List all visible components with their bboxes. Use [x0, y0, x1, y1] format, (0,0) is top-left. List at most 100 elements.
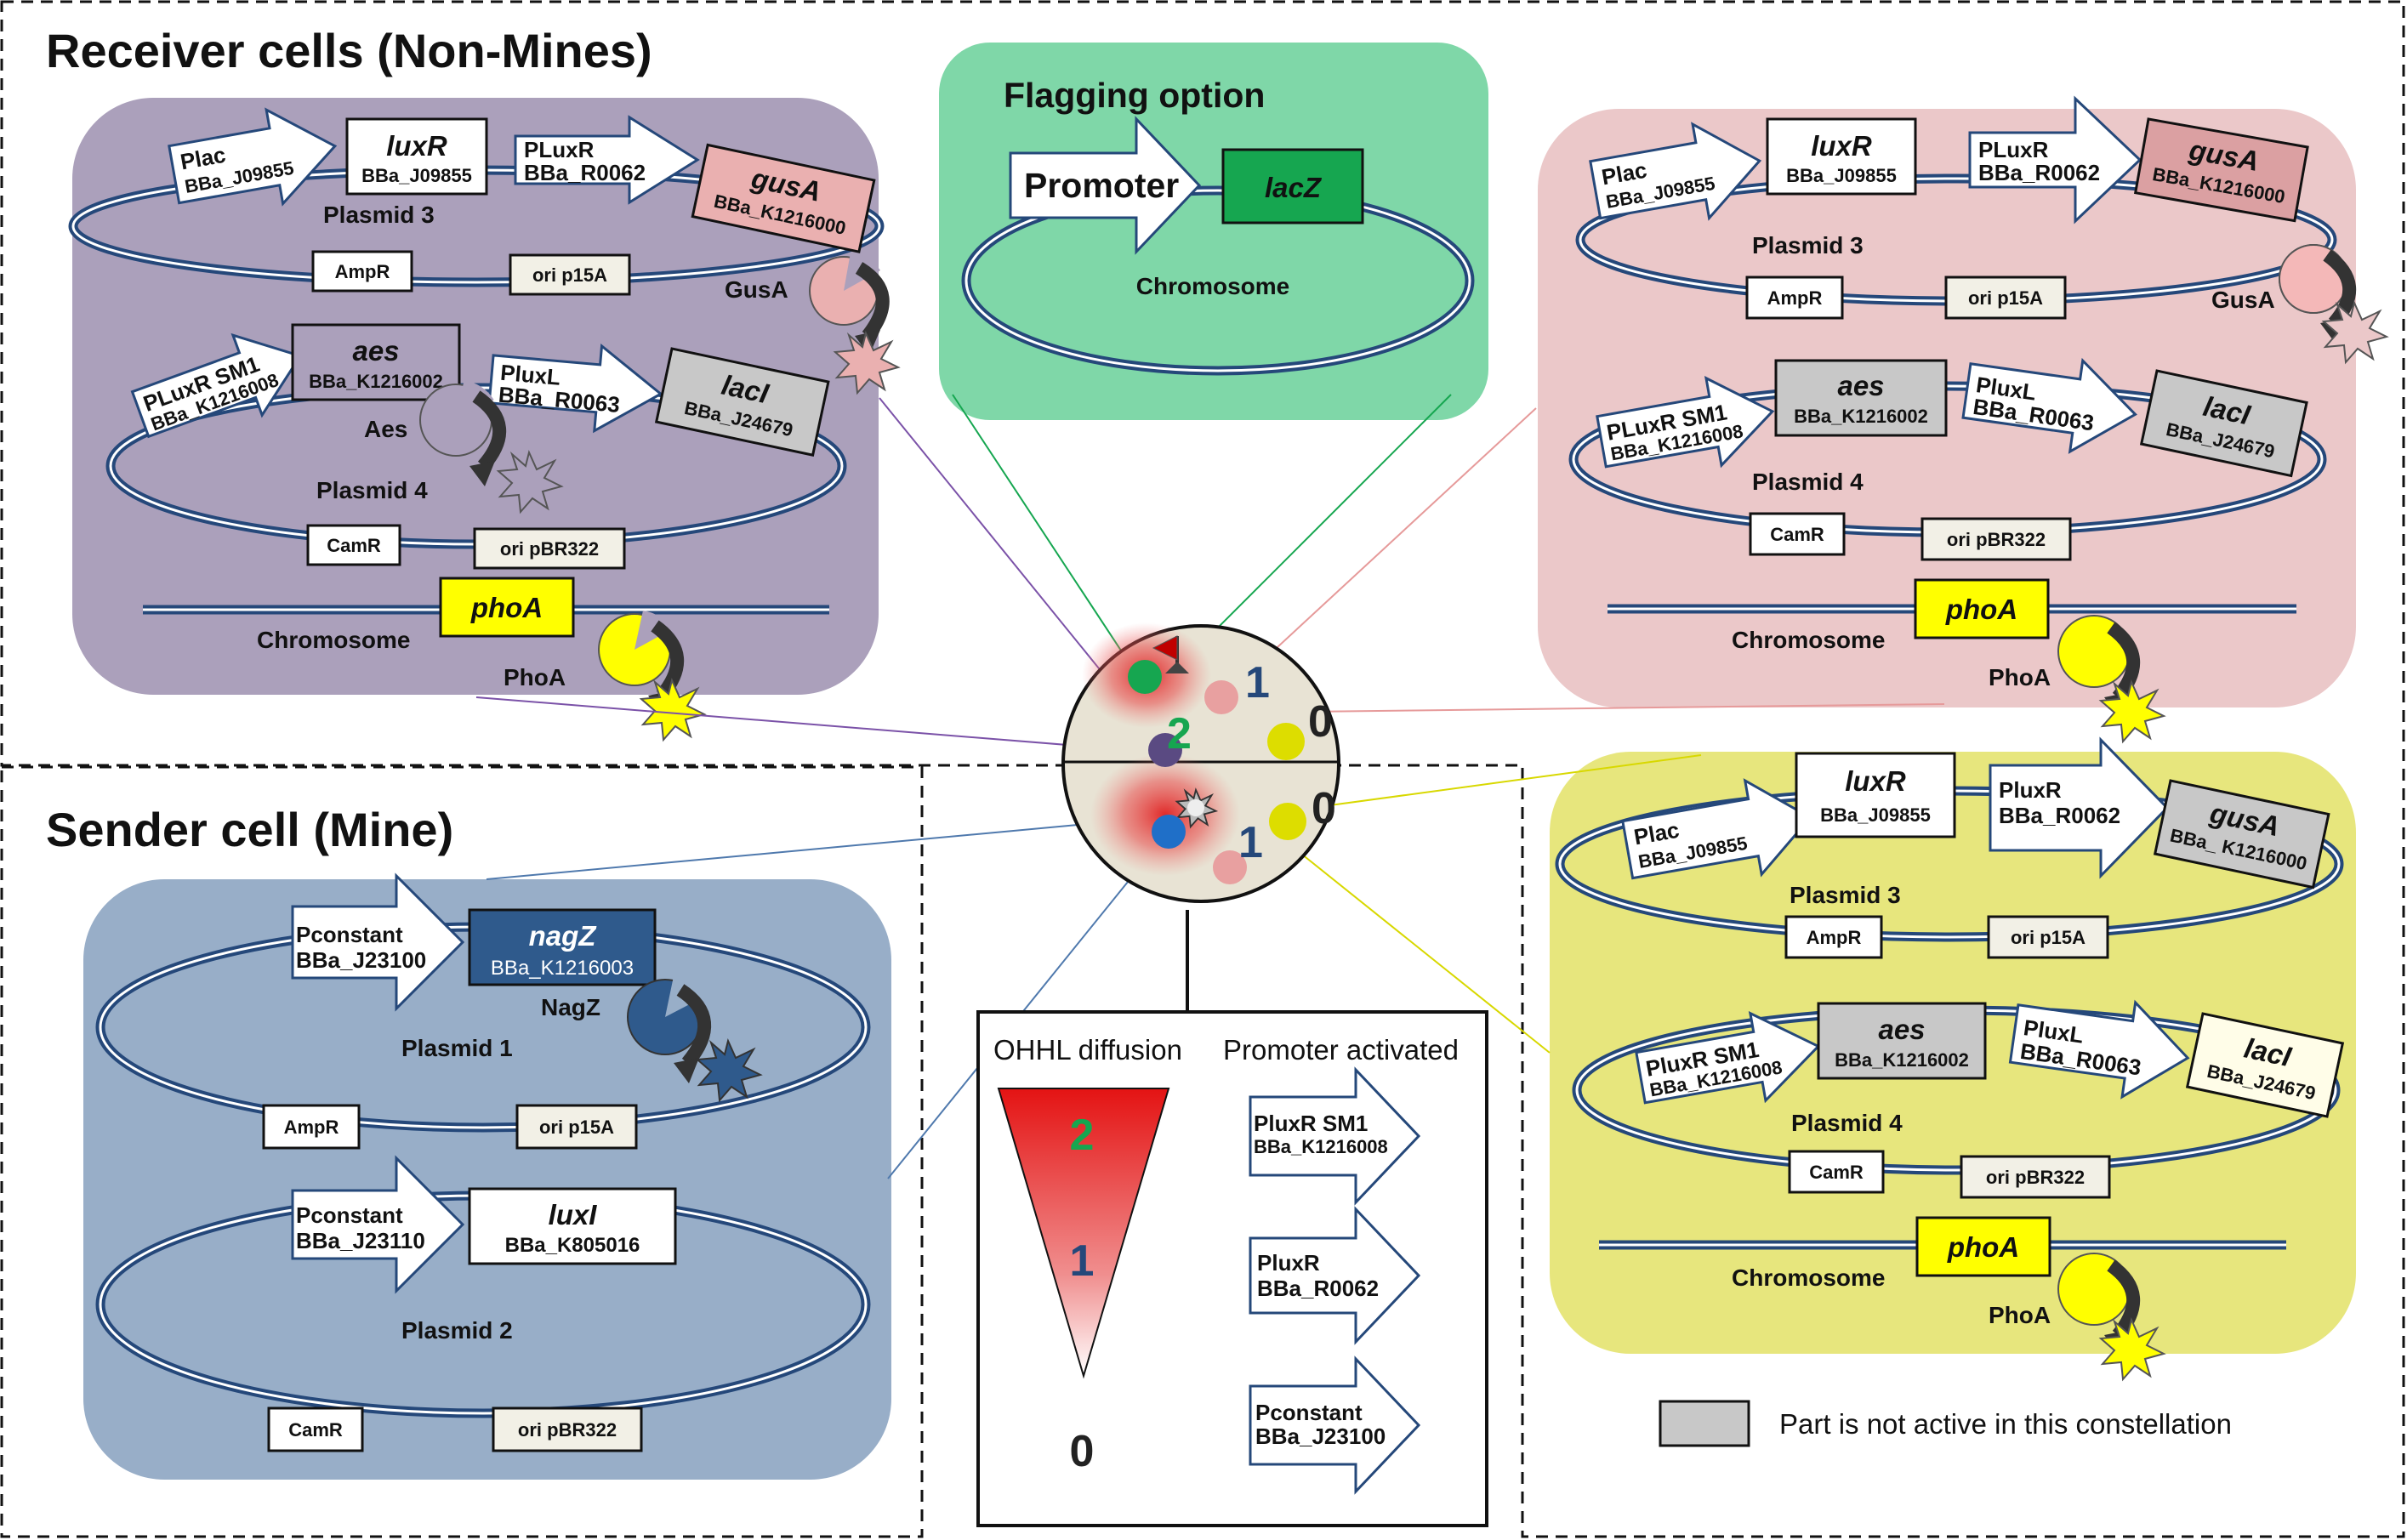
ori-p15a-box — [1944, 276, 2067, 320]
svg-text:aes: aes — [352, 335, 399, 367]
svg-text:aes: aes — [1878, 1014, 1925, 1045]
svg-text:Pconstant: Pconstant — [296, 1202, 403, 1228]
svg-text:Chromosome: Chromosome — [1732, 1264, 1885, 1291]
green-colony-marker — [1128, 660, 1162, 694]
svg-text:PhoA: PhoA — [1989, 1302, 2051, 1328]
svg-text:PluxL: PluxL — [499, 360, 561, 390]
flagging-promoter-arrow — [1009, 116, 1202, 255]
svg-text:Plasmid 4: Plasmid 4 — [316, 477, 428, 503]
aes-enzyme-icon — [419, 380, 507, 486]
svg-text:CamR: CamR — [327, 535, 381, 556]
ohhl-level-0: 0 — [1070, 1427, 1095, 1476]
ohhl-level-2: 2 — [1070, 1111, 1095, 1160]
svg-text:Plasmid 4: Plasmid 4 — [1752, 469, 1864, 495]
svg-text:BBa_K1216002: BBa_K1216002 — [1835, 1049, 1969, 1071]
ampr-box — [1745, 276, 1844, 320]
pluxl-promoter-arrow: PluxL BBa_R0063 — [487, 344, 663, 434]
dish-level-2: 2 — [1167, 709, 1192, 759]
luxr-gene-box — [345, 117, 488, 196]
pink-colony-marker-2 — [1213, 850, 1247, 884]
svg-text:Pconstant: Pconstant — [1255, 1400, 1363, 1425]
svg-text:Plasmid 4: Plasmid 4 — [1791, 1110, 1903, 1136]
sender-section-title: Sender cell (Mine) — [46, 803, 453, 856]
svg-text:Plasmid 3: Plasmid 3 — [1752, 232, 1864, 259]
svg-text:Plasmid 2: Plasmid 2 — [401, 1317, 513, 1344]
plac-promoter-arrow: Plac BBa_J09855 — [1621, 778, 1812, 880]
mine-spiky-icon — [1175, 788, 1217, 828]
svg-text:BBa_K1216002: BBa_K1216002 — [1794, 406, 1928, 427]
nagz-gene-box — [468, 908, 657, 986]
aes-gene-box — [291, 323, 461, 401]
ohhl-level-1: 1 — [1070, 1236, 1095, 1286]
svg-text:ori pBR322: ori pBR322 — [500, 538, 599, 560]
svg-text:BBa_J09855: BBa_J09855 — [1786, 165, 1897, 186]
ampr-box — [311, 250, 413, 293]
ori-p15a-box — [509, 253, 631, 296]
svg-text:NagZ: NagZ — [541, 994, 600, 1020]
svg-text:Chromosome: Chromosome — [257, 627, 410, 653]
receiver-panel-yellow: Plac BBa_J09855 luxR BBa_J09855 PluxR BB… — [1550, 736, 2356, 1355]
sender-panel: Pconstant BBa_J23100 nagZ BBa_K1216003 N… — [83, 872, 891, 1480]
flagging-panel: Flagging option Promoter lacZ Chromosome — [939, 43, 1488, 420]
svg-text:PhoA: PhoA — [504, 664, 566, 690]
svg-text:ori p15A: ori p15A — [539, 1117, 614, 1138]
svg-text:BBa_J23100: BBa_J23100 — [296, 947, 426, 973]
svg-text:aes: aes — [1837, 370, 1884, 401]
svg-text:GusA: GusA — [725, 276, 788, 303]
svg-text:PLuxR: PLuxR — [524, 137, 595, 162]
pconstant-promoter-arrow — [291, 872, 465, 1012]
yellow-colony-marker-2 — [1269, 803, 1306, 840]
camr-box — [306, 524, 401, 566]
svg-text:ori p15A: ori p15A — [532, 264, 607, 286]
inactive-legend-swatch — [1659, 1400, 1750, 1447]
svg-text:Promoter: Promoter — [1024, 166, 1179, 205]
receiver-panel-purple: Plac BBa_J09855 luxR BBa_J09855 PLuxR BB… — [68, 98, 899, 716]
luxr-gene-box — [1766, 117, 1917, 196]
svg-text:PluxR: PluxR — [1999, 777, 2062, 803]
svg-text:Aes: Aes — [364, 416, 407, 442]
petri-dish: 1 0 2 0 1 — [1061, 622, 1340, 903]
svg-text:BBa_R0062: BBa_R0062 — [1257, 1276, 1379, 1301]
ori-p15a-box — [1987, 915, 2109, 959]
ohhl-gradient-triangle — [997, 1088, 1170, 1379]
svg-text:Plasmid 3: Plasmid 3 — [1790, 882, 1901, 908]
ori-pbr322-box — [1960, 1155, 2111, 1199]
dish-level-0-top: 0 — [1308, 697, 1333, 747]
svg-text:CamR: CamR — [1770, 524, 1824, 545]
phoa-gene-box — [1914, 578, 2050, 639]
svg-text:nagZ: nagZ — [529, 920, 598, 952]
dish-level-1-bottom: 1 — [1238, 818, 1263, 867]
phoa-gene-box — [439, 577, 575, 638]
plac-promoter-arrow: Plac BBa_J09855 — [1589, 122, 1762, 221]
svg-text:Plasmid 1: Plasmid 1 — [401, 1035, 513, 1061]
ori-pbr322-box — [492, 1406, 643, 1452]
legend-arrow-pluxr-sm1 — [1249, 1066, 1421, 1206]
pluxr-promoter-arrow — [1989, 736, 2170, 879]
svg-text:phoA: phoA — [470, 592, 543, 623]
luxi-gene-box — [468, 1187, 677, 1265]
gusa-gene-box: gusA BBa_ K1216000 — [2153, 779, 2330, 889]
pluxl-promoter-arrow: PluxL BBa_R0063 — [1961, 357, 2137, 454]
svg-text:lacZ: lacZ — [1265, 172, 1323, 203]
svg-text:BBa_R0062: BBa_R0062 — [524, 160, 646, 185]
ori-p15a-box — [515, 1104, 638, 1150]
svg-text:BBa_J23110: BBa_J23110 — [296, 1228, 425, 1253]
svg-text:AmpR: AmpR — [335, 261, 390, 282]
svg-text:PluxR SM1: PluxR SM1 — [1254, 1111, 1368, 1136]
svg-text:luxI: luxI — [549, 1199, 598, 1230]
svg-text:BBa_J09855: BBa_J09855 — [1820, 804, 1931, 826]
svg-text:BBa_K1216003: BBa_K1216003 — [491, 957, 634, 980]
pluxl-promoter-arrow: PluxL BBa_R0063 — [2008, 999, 2190, 1100]
flagging-title: Flagging option — [1004, 76, 1265, 115]
svg-text:AmpR: AmpR — [1767, 287, 1823, 309]
svg-text:AmpR: AmpR — [1807, 927, 1862, 948]
camr-box — [1749, 512, 1846, 556]
pluxr-promoter-arrow — [1968, 95, 2142, 224]
svg-text:BBa_K1216002: BBa_K1216002 — [309, 371, 443, 392]
laci-gene-box: lacI BBa_J24679 — [654, 347, 830, 457]
gusa-gene-box: gusA BBa_K1216000 — [691, 143, 876, 253]
ori-pbr322-box — [473, 527, 626, 570]
phoa-enzyme-icon — [598, 611, 685, 716]
svg-text:BBa_J09855: BBa_J09855 — [361, 165, 472, 186]
